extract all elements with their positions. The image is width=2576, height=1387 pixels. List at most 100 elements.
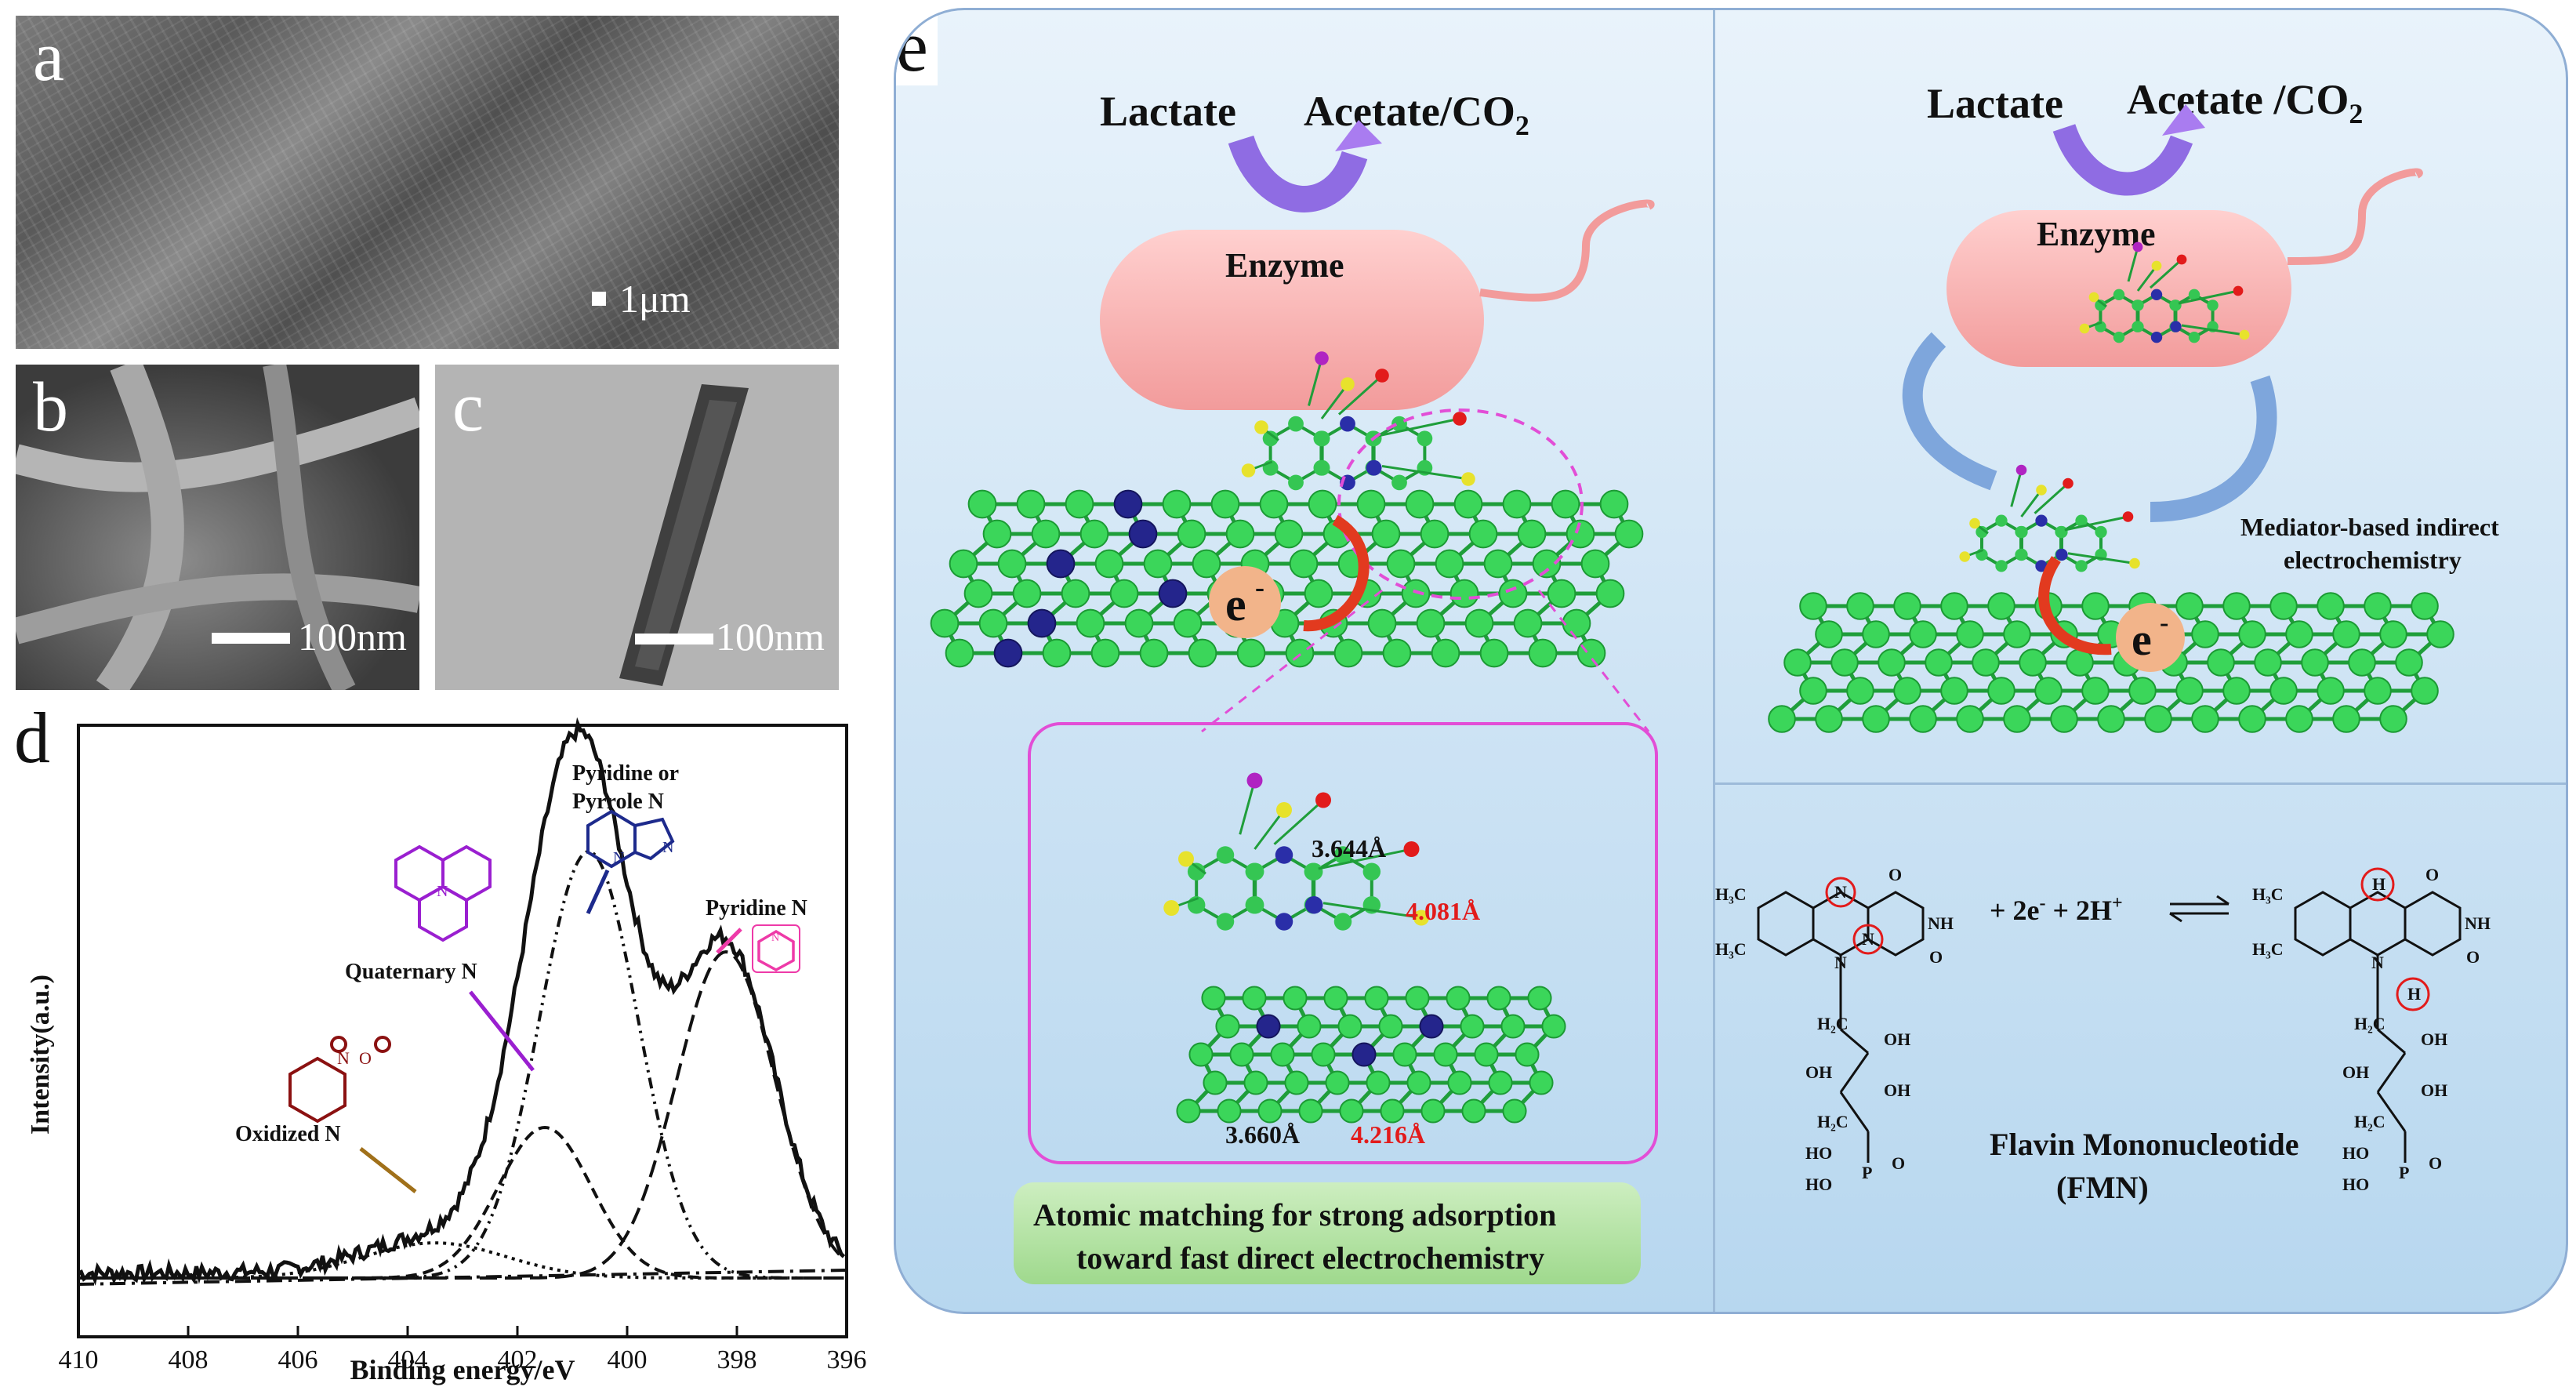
carbon-atom (2317, 592, 2345, 620)
fmn-red-h: H (2372, 874, 2386, 894)
x-tick-label: 406 (278, 1345, 318, 1374)
carbon-atom (1187, 862, 1206, 880)
nitrogen-atom (1113, 489, 1143, 519)
left-highlight-ellipse (1337, 408, 1584, 600)
scale-bar-c (635, 634, 713, 644)
carbon-atom (1210, 489, 1240, 519)
carbon-atom (2081, 677, 2110, 705)
left-reaction-arrow (1228, 135, 1368, 212)
carbon-atom (1262, 430, 1279, 447)
bond (2181, 324, 2245, 336)
carbon-atom (1356, 489, 1386, 519)
nitrogen-atom (2170, 321, 2182, 332)
fmn-red-oh-3: OH (2421, 1080, 2447, 1100)
nitrogen-atom (2055, 548, 2068, 561)
fmn-equation: + 2e- + 2H+ (1990, 893, 2123, 926)
carbon-atom (2207, 648, 2235, 677)
carbon-atom (1976, 525, 1988, 539)
fmn-red-oh-2: OH (2342, 1062, 2369, 1082)
carbon-atom (1362, 862, 1381, 880)
fmn-ox-ch3-top: H₃C (1715, 884, 1747, 904)
distance-label-4: 4.216Å (1351, 1120, 1425, 1149)
fmn-red-p: P (2399, 1163, 2409, 1182)
svg-text:N: N (771, 932, 779, 944)
y-axis-label: Intensity(a.u.) (26, 975, 55, 1135)
atom (2088, 292, 2099, 303)
carbon-atom (1333, 846, 1352, 864)
carbon-atom (1995, 560, 2008, 572)
nitrogen-atom (1046, 549, 1076, 579)
carbon-atom (2332, 705, 2360, 733)
carbon-atom (2301, 648, 2329, 677)
carbon-atom (2170, 300, 2182, 311)
atom (1969, 517, 1980, 529)
carbon-atom (1517, 519, 1547, 549)
x-tick-label: 404 (388, 1345, 428, 1374)
nitrogen-atom (1340, 416, 1355, 432)
bond (2067, 552, 2135, 565)
carbon-atom (2081, 592, 2110, 620)
carbon-atom (2175, 677, 2204, 705)
nitrogen-atom (1366, 459, 1382, 476)
carbon-atom (1956, 705, 1984, 733)
fmn-ox-ho-2: HO (1805, 1175, 1832, 1194)
carbon-atom (1325, 1070, 1350, 1095)
left-product-subscript: 2 (1515, 109, 1529, 141)
left-enzyme-label: Enzyme (1225, 246, 1344, 285)
bond (1320, 383, 1349, 419)
caption-line-2: toward fast direct electrochemistry (1076, 1240, 1545, 1276)
bond (2136, 265, 2158, 292)
carbon-atom (1551, 489, 1580, 519)
carbon-atom (1012, 579, 1042, 608)
carbon-atom (2113, 332, 2125, 343)
carbon-atom (1314, 459, 1330, 476)
horizontal-divider (1715, 782, 2566, 785)
nitrogen-atom (1128, 519, 1158, 549)
right-flagellum (2287, 168, 2423, 265)
nanotube-tem (619, 384, 749, 686)
carbon-atom (945, 638, 974, 668)
carbon-atom (1139, 638, 1169, 668)
carbon-atom (2113, 289, 2125, 300)
carbon-atom (1401, 579, 1431, 608)
carbon-atom (1799, 677, 1827, 705)
carbon-atom (1528, 638, 1558, 668)
carbon-atom (1614, 519, 1644, 549)
svg-text:N: N (337, 1048, 350, 1068)
carbon-atom (1382, 638, 1412, 668)
carbon-atom (1176, 1098, 1201, 1124)
nitrogen-atom (1275, 846, 1293, 864)
carbon-atom (2364, 592, 2392, 620)
carbon-atom (1515, 1042, 1540, 1067)
carbon-atom (2097, 705, 2125, 733)
carbon-atom (1288, 416, 1304, 432)
carbon-atom (2238, 620, 2266, 648)
carbon-atom (1042, 638, 1072, 668)
zoom-line-left (1201, 589, 1383, 733)
carbon-atom (967, 489, 997, 519)
left-scheme-graphics: Enzyme e - 3.644Å 4.081Å 3.660Å 4.216Å (930, 120, 1658, 1164)
carbon-atom (1483, 549, 1513, 579)
carbon-atom (2379, 705, 2407, 733)
atom (1341, 377, 1355, 391)
left-product-text: Acetate/CO (1304, 88, 1515, 135)
fmn-red-n-bottom: N (2371, 953, 2384, 972)
carbon-atom (1094, 549, 1124, 579)
carbon-atom (1242, 986, 1267, 1011)
fmn-oxidized-structure (1757, 877, 1925, 1163)
right-electron-circle (2116, 603, 2185, 672)
carbon-atom (2015, 548, 2028, 561)
carbon-atom (1259, 489, 1289, 519)
bond (1381, 465, 1469, 481)
fmn-red-ho: HO (2342, 1143, 2369, 1163)
left-reaction-arrowhead (1335, 120, 1382, 151)
nanofiber-network (16, 365, 419, 690)
atom (2233, 285, 2244, 296)
carbon-atom (1799, 592, 1827, 620)
atom (2132, 241, 2143, 252)
carbon-atom (1599, 489, 1629, 519)
carbon-atom (1529, 1070, 1554, 1095)
carbon-atom (1862, 620, 1890, 648)
svg-text:N: N (437, 883, 448, 900)
distance-label-1: 3.644Å (1312, 834, 1386, 862)
